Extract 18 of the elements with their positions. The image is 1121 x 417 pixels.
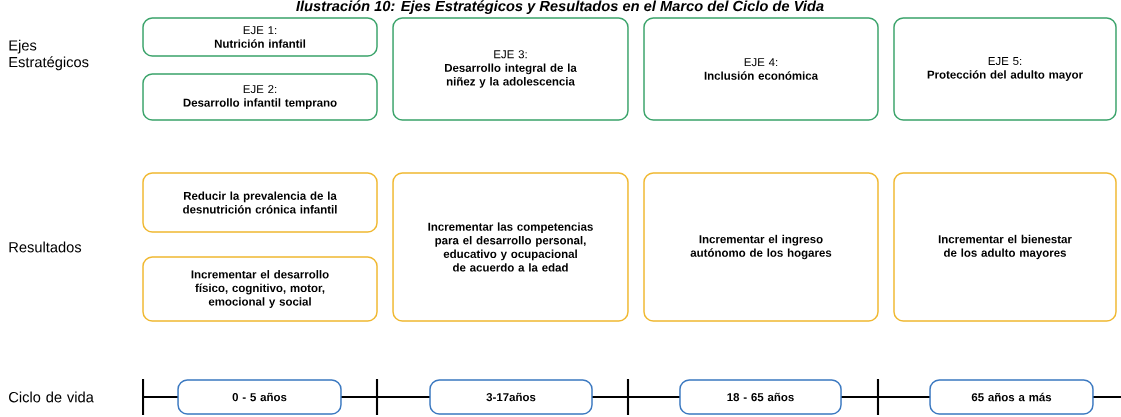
strategy-box: EJE 1: Nutrición infantil xyxy=(142,17,378,57)
title: Ilustración 10: Ejes Estratégicos y Resultados en el Marco del Ciclo de Vida xyxy=(296,0,824,15)
row-label: Ejes Estratégicos xyxy=(9,39,89,71)
row-label: Resultados xyxy=(9,241,82,253)
age-range-box: 0 - 5 años xyxy=(177,379,342,415)
result-box: Incrementar el ingreso autónomo de los hogares xyxy=(643,172,879,322)
strategy-box: EJE 2: Desarrollo infantil temprano xyxy=(142,73,378,121)
age-range-box: 3-17años xyxy=(429,379,593,415)
result-box: Reducir la prevalencia de la desnutrición crónica infantil xyxy=(142,172,378,233)
result-box: Incrementar las competencias para el desarrollo personal, educativo y ocupacional de acuerdo a la edad xyxy=(392,172,629,322)
result-box: Incrementar el desarrollo físico, cognitivo, motor, emocional y social xyxy=(142,256,378,322)
age-range-box: 65 años a más xyxy=(929,379,1094,415)
row-label: Ciclo de vida xyxy=(9,391,94,403)
strategy-box: EJE 4: Inclusión económica xyxy=(643,17,879,121)
result-box: Incrementar el bienestar de los adulto mayores xyxy=(893,172,1117,322)
strategy-box: EJE 3: Desarrollo integral de la niñez y la adolescencia xyxy=(392,17,629,121)
strategy-box: EJE 5: Protección del adulto mayor xyxy=(893,17,1117,121)
age-range-box: 18 - 65 años xyxy=(679,379,842,415)
